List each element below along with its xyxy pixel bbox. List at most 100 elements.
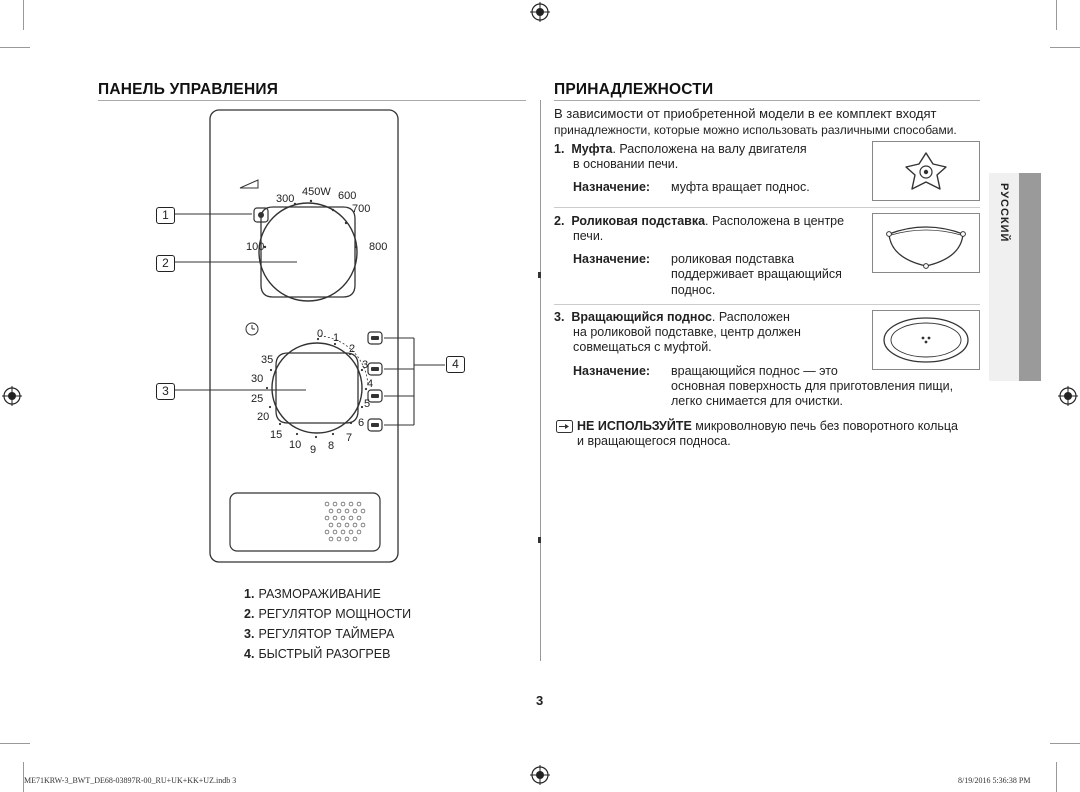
language-tab-label: РУССКИЙ xyxy=(998,183,1010,243)
item-2-desc-2: печи. xyxy=(573,229,604,243)
item-name: Роликовая подставка xyxy=(571,214,706,228)
timer-label-1: 1 xyxy=(333,332,340,344)
purpose-label: Назначение: xyxy=(573,252,651,266)
legend-text: БЫСТРЫЙ РАЗОГРЕВ xyxy=(258,647,391,661)
timer-label-25: 25 xyxy=(251,393,264,405)
legend-item-2: 2.РЕГУЛЯТОР МОЩНОСТИ xyxy=(244,607,411,621)
roller-ring-icon xyxy=(886,226,966,269)
timer-label-30: 30 xyxy=(251,373,264,385)
registration-mark-icon xyxy=(1058,386,1078,406)
timer-label-8: 8 xyxy=(328,440,335,452)
power-label-700: 700 xyxy=(352,203,371,215)
divider-tick xyxy=(538,537,541,543)
item-1-purpose-label: Назначение: xyxy=(573,180,650,195)
power-label-100: 100 xyxy=(246,241,265,253)
legend-text: РЕГУЛЯТОР МОЩНОСТИ xyxy=(258,607,412,621)
item-2-purpose-label: Назначение: xyxy=(573,252,650,267)
item-3-purpose-2: основная поверхность для приготовления п… xyxy=(671,379,954,393)
item-num: 2. xyxy=(554,214,565,228)
item-3-desc-2: на роликовой подставке, центр должен xyxy=(573,325,801,339)
divider-tick xyxy=(538,272,541,278)
note-line-1: НЕ ИСПОЛЬЗУЙТЕ микроволновую печь без по… xyxy=(577,419,958,434)
item-name: Вращающийся поднос xyxy=(571,310,712,324)
item-3-desc-3: совмещаться с муфтой. xyxy=(573,340,712,354)
item-2-purpose-1: роликовая подставка xyxy=(671,252,795,266)
item-desc: . Расположена на валу двигателя xyxy=(612,142,807,156)
accessories-title: ПРИНАДЛЕЖНОСТИ xyxy=(554,81,714,98)
turntable-image xyxy=(872,310,980,370)
callout-4: 4 xyxy=(446,356,465,373)
note-bold: НЕ ИСПОЛЬЗУЙТЕ xyxy=(577,419,692,433)
legend-text: РЕГУЛЯТОР ТАЙМЕРА xyxy=(258,627,395,641)
item-1-desc-2: в основании печи. xyxy=(573,157,679,171)
timer-label-20: 20 xyxy=(257,411,270,423)
legend-item-3: 3.РЕГУЛЯТОР ТАЙМЕРА xyxy=(244,627,394,641)
timer-label-0: 0 xyxy=(317,328,324,340)
coupler-icon xyxy=(905,152,947,190)
callout-1: 1 xyxy=(156,207,175,224)
purpose-label: Назначение: xyxy=(573,364,651,378)
item-3-heading: 3. Вращающийся поднос. Расположен xyxy=(554,310,790,325)
timer-label-3: 3 xyxy=(362,359,369,371)
timer-label-6: 6 xyxy=(358,417,365,429)
item-3-purpose-3: легко снимается для очистки. xyxy=(671,394,844,408)
power-label-300: 300 xyxy=(276,193,295,205)
language-tab-band xyxy=(1019,173,1041,381)
item-desc: . Расположена в центре xyxy=(705,214,845,228)
item-1-heading: 1. Муфта. Расположена на валу двигателя xyxy=(554,142,807,157)
timer-label-7: 7 xyxy=(346,432,353,444)
item-desc: . Расположен xyxy=(711,310,790,324)
timer-label-2: 2 xyxy=(349,343,356,355)
legend-num: 3. xyxy=(244,627,255,641)
right-title-rule xyxy=(554,100,980,101)
callout-2: 2 xyxy=(156,255,175,272)
timer-label-5: 5 xyxy=(364,398,371,410)
legend-num: 2. xyxy=(244,607,255,621)
language-tab: РУССКИЙ xyxy=(989,173,1019,381)
column-divider xyxy=(540,100,541,661)
timer-label-9: 9 xyxy=(310,444,317,456)
turntable-icon xyxy=(883,317,969,363)
page-number: 3 xyxy=(536,693,544,708)
intro-line-2: принадлежности, которые можно использова… xyxy=(554,123,957,137)
control-panel-title: ПАНЕЛЬ УПРАВЛЕНИЯ xyxy=(98,81,279,98)
control-panel-diagram xyxy=(175,109,445,563)
left-title-rule xyxy=(98,100,526,101)
item-2-heading: 2. Роликовая подставка. Расположена в це… xyxy=(554,214,844,229)
registration-mark-icon xyxy=(530,765,550,785)
note-hand-icon xyxy=(556,420,573,433)
coupler-image xyxy=(872,141,980,201)
timer-label-4: 4 xyxy=(367,378,374,390)
note-line-2: и вращающегося подноса. xyxy=(577,434,731,448)
item-num: 1. xyxy=(554,142,565,156)
item-3-purpose-label: Назначение: xyxy=(573,364,650,379)
item-3-purpose-1: вращающийся поднос — это xyxy=(671,364,838,378)
item-1-rule xyxy=(554,207,980,208)
item-2-purpose-2: поддерживает вращающийся xyxy=(671,267,842,281)
purpose-label: Назначение: xyxy=(573,180,651,194)
registration-mark-icon xyxy=(530,2,550,22)
item-num: 3. xyxy=(554,310,565,324)
footer-file: ME71KRW-3_BWT_DE68-03897R-00_RU+UK+KK+UZ… xyxy=(24,776,237,785)
legend-item-4: 4.БЫСТРЫЙ РАЗОГРЕВ xyxy=(244,647,390,661)
power-label-600: 600 xyxy=(338,190,357,202)
legend-item-1: 1.РАЗМОРАЖИВАНИЕ xyxy=(244,587,381,601)
note-text: микроволновую печь без поворотного кольц… xyxy=(691,419,958,433)
roller-ring-image xyxy=(872,213,980,273)
footer-date: 8/19/2016 5:36:38 PM xyxy=(958,776,1031,785)
item-1-purpose-1: муфта вращает поднос. xyxy=(671,180,810,194)
registration-mark-icon xyxy=(2,386,22,406)
legend-num: 1. xyxy=(244,587,255,601)
power-label-800: 800 xyxy=(369,241,388,253)
callout-3: 3 xyxy=(156,383,175,400)
item-name: Муфта xyxy=(571,142,613,156)
intro-line-1: В зависимости от приобретенной модели в … xyxy=(554,106,937,121)
legend-text: РАЗМОРАЖИВАНИЕ xyxy=(258,587,381,601)
legend-num: 4. xyxy=(244,647,255,661)
timer-label-10: 10 xyxy=(289,439,302,451)
item-2-purpose-3: поднос. xyxy=(671,283,716,297)
power-label-450w: 450W xyxy=(302,186,331,198)
timer-label-35: 35 xyxy=(261,354,274,366)
item-2-rule xyxy=(554,304,980,305)
timer-label-15: 15 xyxy=(270,429,283,441)
